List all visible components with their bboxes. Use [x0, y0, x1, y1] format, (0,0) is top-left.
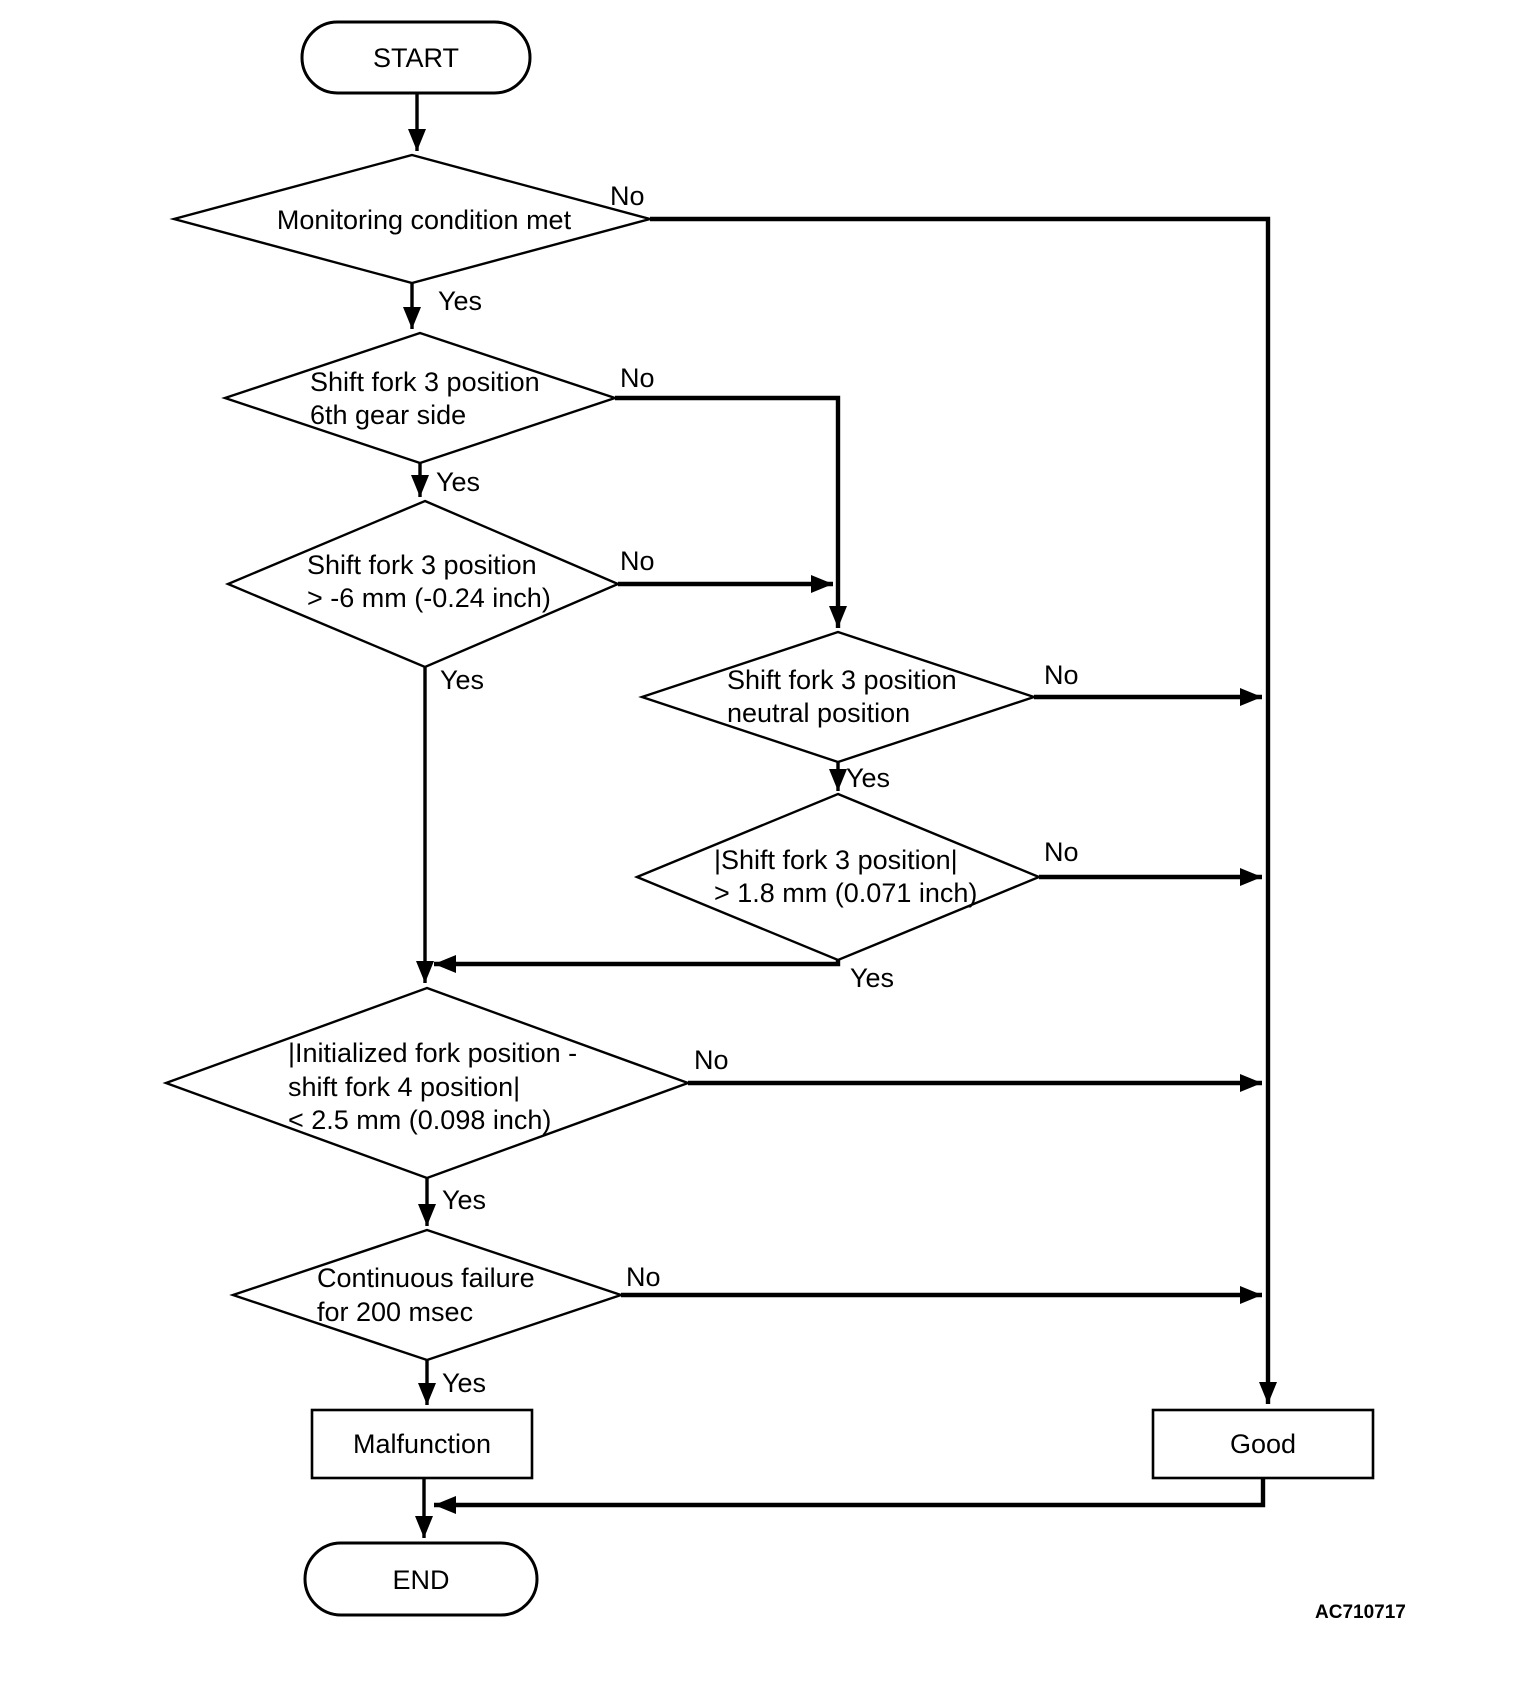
neutral-label-line2: neutral position — [727, 698, 910, 728]
init-diff-label-line3: < 2.5 mm (0.098 inch) — [288, 1105, 551, 1135]
minus6mm-label-line2: > -6 mm (-0.24 inch) — [307, 583, 551, 613]
end-node: END — [303, 1541, 539, 1617]
start-shape — [300, 20, 532, 95]
start-node: START — [300, 20, 532, 95]
fork6th-label-line2: 6th gear side — [310, 400, 466, 430]
edge-monitoring-no — [650, 216, 1277, 1404]
label-fork6th-yes: Yes — [436, 467, 480, 497]
figure-id-label: AC710717 — [1315, 1602, 1406, 1623]
label-init-yes: Yes — [442, 1185, 486, 1215]
decision-fork3-6th-gear: Shift fork 3 position 6th gear side — [221, 331, 619, 465]
edge-fork6th-no — [615, 395, 847, 628]
minus6mm-label-line1: Shift fork 3 position — [307, 550, 537, 580]
monitoring-shape — [169, 153, 655, 285]
label-neutral-yes: Yes — [846, 763, 890, 793]
start-label: START — [373, 43, 459, 73]
good-node: Good — [1151, 1408, 1375, 1480]
malfunction-label: Malfunction — [353, 1429, 491, 1459]
init-diff-label-line1: |Initialized fork position - — [288, 1038, 577, 1068]
end-label: END — [392, 1565, 449, 1595]
decision-monitoring-condition: Monitoring condition met — [169, 153, 655, 285]
decision-init-fork-diff: |Initialized fork position - shift fork … — [162, 986, 692, 1180]
decision-fork3-minus6mm: Shift fork 3 position > -6 mm (-0.24 inc… — [224, 499, 622, 669]
minus6mm-shape — [224, 499, 622, 669]
edge-good-to-end — [434, 1478, 1266, 1514]
label-18mm-no: No — [1044, 837, 1079, 867]
good-shape — [1151, 1408, 1375, 1480]
label-minus6mm-no: No — [620, 546, 655, 576]
abs18mm-label-line2: > 1.8 mm (0.071 inch) — [714, 878, 977, 908]
label-monitoring-yes: Yes — [438, 286, 482, 316]
label-continuous-yes: Yes — [442, 1368, 486, 1398]
good-label: Good — [1230, 1429, 1296, 1459]
malfunction-shape — [310, 1408, 534, 1480]
label-18mm-yes: Yes — [850, 963, 894, 993]
continuous-shape — [229, 1228, 625, 1362]
neutral-label-line1: Shift fork 3 position — [727, 665, 957, 695]
abs18mm-label-line1: |Shift fork 3 position| — [714, 845, 958, 875]
neutral-shape — [638, 630, 1038, 764]
label-continuous-no: No — [626, 1262, 661, 1292]
malfunction-node: Malfunction — [310, 1408, 534, 1480]
init-diff-shape — [162, 986, 692, 1180]
monitoring-label: Monitoring condition met — [277, 205, 572, 235]
fork6th-label-line1: Shift fork 3 position — [310, 367, 540, 397]
init-diff-label-line2: shift fork 4 position| — [288, 1072, 520, 1102]
decision-fork3-abs-1-8mm: |Shift fork 3 position| > 1.8 mm (0.071 … — [633, 792, 1043, 962]
end-shape — [303, 1541, 539, 1617]
label-neutral-no: No — [1044, 660, 1079, 690]
continuous-label-line2: for 200 msec — [317, 1297, 473, 1327]
fork6th-shape — [221, 331, 619, 465]
label-fork6th-no: No — [620, 363, 655, 393]
label-monitoring-no: No — [610, 181, 645, 211]
decision-continuous-failure: Continuous failure for 200 msec — [229, 1228, 625, 1362]
abs18mm-shape — [633, 792, 1043, 962]
decision-fork3-neutral: Shift fork 3 position neutral position — [638, 630, 1038, 764]
edge-18mm-yes — [434, 955, 841, 973]
continuous-label-line1: Continuous failure — [317, 1263, 535, 1293]
label-init-no: No — [694, 1045, 729, 1075]
label-minus6mm-yes: Yes — [440, 665, 484, 695]
